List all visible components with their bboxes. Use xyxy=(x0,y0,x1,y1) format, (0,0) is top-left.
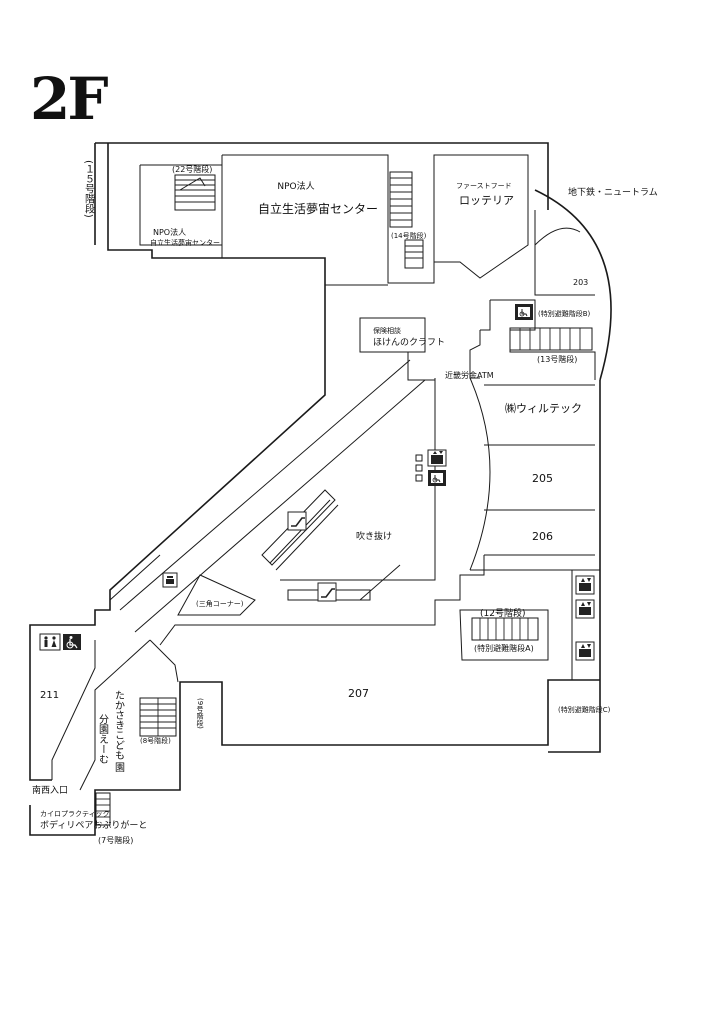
wheelchair-icon xyxy=(63,634,81,650)
stair-9-label: (9号階段) xyxy=(196,698,204,729)
southwest-entrance-label: 南西入口 xyxy=(32,784,68,796)
room-jiritsu-center-small: 自立生活夢宙センター xyxy=(150,238,220,247)
hoken-small-label: 保険相談 xyxy=(373,326,401,335)
stair-14-label: (14号階段) xyxy=(391,231,427,240)
chiro-label: カイロプラクティック xyxy=(40,810,110,818)
triangle-corner-label: (三角コーナー) xyxy=(196,599,244,608)
elevator-door-marks xyxy=(415,454,423,482)
wheelchair-icon xyxy=(428,470,446,486)
npo-label-small: NPO法人 xyxy=(153,227,186,237)
stair-22-label: (22号階段) xyxy=(172,164,212,174)
npo-label: NPO法人 xyxy=(277,180,314,192)
elevator-icon xyxy=(575,641,595,661)
stair-8-label: (8号階段) xyxy=(140,736,171,745)
subway-label: 地下鉄・ニュートラム xyxy=(568,186,658,198)
elevator-icon xyxy=(575,575,595,595)
escalator-bands xyxy=(261,489,401,601)
elevator-icon xyxy=(575,599,595,619)
stair-8 xyxy=(139,697,177,737)
room-jiritsu-center: 自立生活夢宙センター xyxy=(258,201,378,216)
room-211: 211 xyxy=(40,690,59,701)
room-body-repair: ボディリペアおぶりがーと xyxy=(40,819,147,831)
fastfood-label: ファーストフード xyxy=(456,182,512,190)
outer-walls xyxy=(29,142,612,836)
wheelchair-icon xyxy=(515,304,533,320)
stair-7-label: (7号階段) xyxy=(98,835,133,845)
stair-14 xyxy=(389,171,424,269)
room-kodomo-3: 園 xyxy=(113,762,125,773)
room-206: 206 xyxy=(532,530,553,543)
stair-12 xyxy=(471,617,539,641)
escalator-icon xyxy=(287,511,307,531)
room-kodomo-2: 分園えーむ xyxy=(97,714,109,764)
room-hoken-craft: ほけんのクラフト xyxy=(373,337,445,348)
labels: NPO法人 自立生活夢宙センター NPO法人 自立生活夢宙センター (22号階段… xyxy=(32,160,658,845)
stair-13 xyxy=(509,327,593,351)
stair-15-label: (１５号階段) xyxy=(83,160,95,218)
stair-22 xyxy=(174,174,216,211)
stair-13-label: (13号階段) xyxy=(537,354,577,364)
room-205: 205 xyxy=(532,472,553,485)
phone-icon xyxy=(162,572,178,588)
room-kodomo-1: たかさきこども xyxy=(113,690,125,760)
atrium-label: 吹き抜け xyxy=(356,530,392,542)
evac-stair-a-label: (特別避難階段A) xyxy=(474,643,534,653)
restroom-icon xyxy=(39,633,61,651)
room-207: 207 xyxy=(348,687,369,700)
elevator-icon xyxy=(427,449,447,467)
evac-stair-b-label: (特別避難階段B) xyxy=(538,309,591,318)
evac-stair-c-label: (特別避難階段C) xyxy=(558,705,611,714)
stair-12-label: (12号階段) xyxy=(480,607,525,619)
room-lotteria: ロッテリア xyxy=(459,194,514,207)
interior-walls xyxy=(109,154,600,680)
corridor xyxy=(51,359,426,791)
room-wiltech: ㈱ウィルテック xyxy=(505,402,582,415)
floor-number: 2F xyxy=(30,65,109,133)
stair-7 xyxy=(95,792,111,826)
room-203: 203 xyxy=(573,278,588,287)
escalator-icon xyxy=(317,582,337,602)
atm-label: 近畿労金ATM xyxy=(445,370,494,380)
